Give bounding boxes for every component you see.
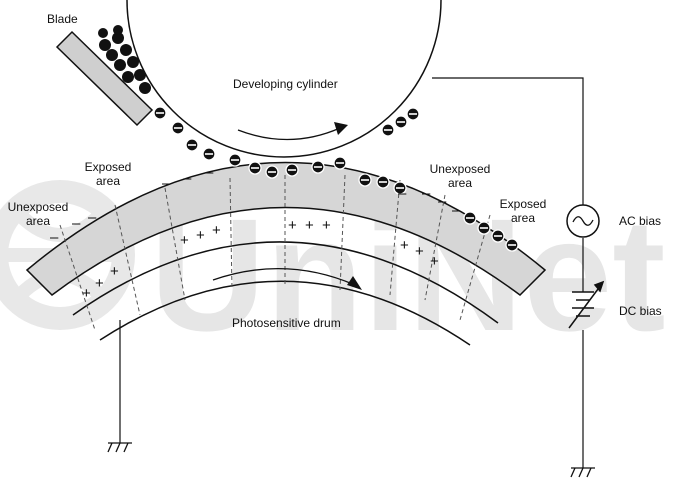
- svg-text:–: –: [88, 209, 97, 226]
- svg-text:+: +: [82, 285, 91, 302]
- drum-inner-arc: [72, 241, 499, 324]
- cylinder-arrowhead-icon: [334, 122, 348, 135]
- svg-text:+: +: [180, 232, 189, 249]
- label-dc-bias: DC bias: [619, 304, 662, 318]
- svg-text:+: +: [288, 217, 297, 234]
- bias-circuit: [119, 77, 584, 468]
- blade: [55, 30, 154, 127]
- svg-text:–: –: [162, 175, 171, 192]
- drum-outer-band: [25, 161, 547, 296]
- svg-text:+: +: [196, 227, 205, 244]
- svg-text:+: +: [322, 217, 331, 234]
- svg-text:–: –: [183, 170, 192, 187]
- ac-source-icon: [566, 204, 600, 238]
- svg-text:+: +: [305, 217, 314, 234]
- svg-text:+: +: [430, 253, 439, 270]
- svg-text:+: +: [212, 222, 221, 239]
- svg-text:–: –: [72, 215, 81, 232]
- label-developing-cylinder: Developing cylinder: [233, 77, 338, 91]
- label-blade: Blade: [47, 12, 78, 26]
- area-boundaries: [59, 174, 491, 331]
- toner-cluster: [98, 25, 151, 94]
- svg-text:–: –: [422, 185, 431, 202]
- svg-text:+: +: [415, 243, 424, 260]
- ground-symbol-icon: [570, 467, 595, 478]
- label-ac-bias: AC bias: [619, 214, 662, 228]
- svg-text:–: –: [452, 202, 461, 219]
- variable-dc-source-icon: [568, 280, 605, 329]
- svg-text:–: –: [205, 164, 214, 181]
- cylinder-rotation-arrow: [237, 127, 341, 141]
- surface-charges: ––– ––– ––– – +++ +++ +++ +++: [50, 164, 461, 302]
- drum-arrowhead-icon: [347, 276, 362, 290]
- label-photosensitive-drum: Photosensitive drum: [232, 316, 341, 330]
- svg-text:–: –: [398, 185, 407, 202]
- svg-text:–: –: [50, 229, 59, 246]
- svg-text:+: +: [95, 275, 104, 292]
- svg-text:+: +: [110, 263, 119, 280]
- drum-rotation-arrow: [212, 267, 356, 286]
- charged-toner: [153, 106, 519, 252]
- svg-text:+: +: [400, 237, 409, 254]
- ground-symbol-icon: [107, 442, 132, 453]
- svg-text:–: –: [438, 193, 447, 210]
